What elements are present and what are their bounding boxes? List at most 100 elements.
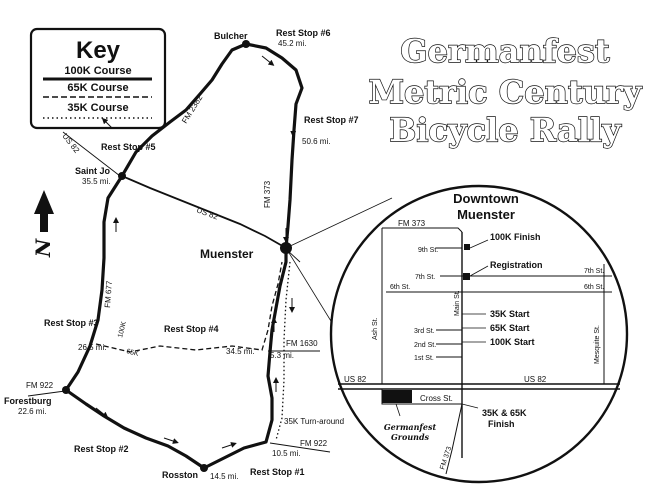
- street-label-2nd: 2nd St.: [414, 342, 436, 349]
- route-65k: [95, 261, 283, 353]
- forestburg-mileage: 22.6 mi.: [18, 407, 46, 416]
- town-dot-rosston: [200, 464, 208, 472]
- arrow-icon: [261, 55, 275, 66]
- rest-stop-2-mileage: 14.5 mi.: [210, 472, 238, 481]
- germanfest-grounds-block: [382, 390, 412, 403]
- road-label-fm2382: FM 2382: [180, 93, 205, 125]
- rest-stop-5-label: Rest Stop #5: [101, 142, 156, 152]
- marker-label-finish-1: 35K & 65K: [482, 408, 527, 418]
- route-100k-north-loop: [120, 42, 304, 250]
- street-fm373-bottom: [445, 403, 463, 475]
- callout-line-top: [285, 197, 393, 249]
- course-100k: [64, 42, 304, 470]
- street-label-9th: 9th St.: [418, 247, 438, 254]
- arrow-icon: [95, 407, 109, 418]
- leader-finish: [461, 403, 479, 409]
- rest-stop-3-mileage: 26.5 mi.: [78, 343, 106, 352]
- marker-label-100k-start: 100K Start: [490, 337, 535, 347]
- leader-registration: [469, 265, 489, 277]
- street-label-1st: 1st St.: [414, 355, 434, 362]
- downtown-inset: Downtown Muenster: [329, 184, 629, 484]
- street-label-us82-w: US 82: [344, 375, 367, 384]
- street-label-fm373-top: FM 373: [398, 219, 426, 228]
- rest-stop-5-mileage: 35.5 mi.: [82, 177, 110, 186]
- marker-registration: [463, 273, 470, 280]
- direction-arrows: [95, 55, 297, 449]
- key-35k-label: 35K Course: [67, 102, 128, 114]
- route-100k-return: [202, 248, 288, 470]
- road-label-fm373: FM 373: [263, 180, 272, 208]
- road-us82-mid: [121, 175, 287, 249]
- road-us82-nw: [62, 131, 121, 177]
- street-label-7th-e: 7th St.: [584, 268, 604, 275]
- rest-stop-4-label: Rest Stop #4: [164, 324, 219, 334]
- road-label-us82-mid: US 82: [195, 205, 219, 221]
- town-forestburg: Forestburg: [4, 396, 52, 406]
- marker-label-65k-start: 65K Start: [490, 323, 530, 333]
- rest-stop-1-mileage: 10.5 mi.: [272, 449, 300, 458]
- street-label-main: Main St.: [454, 290, 461, 316]
- road-label-fm1630: FM 1630: [286, 339, 318, 348]
- town-saint-jo: Saint Jo: [75, 166, 111, 176]
- key-title: Key: [76, 37, 121, 64]
- town-dot-forestburg: [62, 386, 70, 394]
- inset-title-1: Downtown: [453, 191, 519, 206]
- marker-label-finish-2: Finish: [488, 419, 515, 429]
- road-label-fm677: FM 677: [103, 280, 114, 308]
- route-100k-fm677: [64, 174, 124, 392]
- leader-grounds: [395, 403, 401, 417]
- north-arrow-icon: N: [31, 190, 55, 258]
- rest-stop-6-label: Rest Stop #6: [276, 28, 331, 38]
- title-line-2: Metric Century: [369, 73, 643, 111]
- rest-stop-7-mileage: 50.6 mi.: [302, 137, 330, 146]
- title-line-3: Bicycle Rally: [389, 111, 622, 149]
- grounds-label-1: Germanfest: [384, 422, 437, 432]
- road-network: [27, 131, 331, 453]
- route-35k: [275, 261, 291, 441]
- street-label-6th-e: 6th St.: [584, 284, 604, 291]
- map-key: Key 100K Course 65K Course 35K Course: [29, 27, 167, 130]
- rest-stop-6-mileage: 45.2 mi.: [278, 39, 306, 48]
- road-label-fm922-e: FM 922: [300, 439, 328, 448]
- fm1630-mileage: 5.3 mi.: [270, 351, 294, 360]
- course-label-100k: 100K: [117, 321, 128, 339]
- course-label-65k: 65K: [126, 348, 140, 358]
- marker-label-registration: Registration: [490, 260, 543, 270]
- inset-title-2: Muenster: [457, 207, 515, 222]
- marker-label-35k-start: 35K Start: [490, 309, 530, 319]
- arrow-icon: [221, 442, 237, 449]
- street-label-6th-w: 6th St.: [390, 284, 410, 291]
- grounds-label-2: Grounds: [391, 432, 430, 442]
- road-label-fm922-w: FM 922: [26, 381, 54, 390]
- map-title: Germanfest Metric Century Bicycle Rally: [368, 31, 644, 149]
- road-fm922-west: [27, 390, 66, 397]
- arrow-icon: [101, 117, 113, 129]
- town-muenster: Muenster: [200, 247, 254, 261]
- north-label: N: [31, 238, 55, 258]
- town-dot-saint-jo: [118, 172, 126, 180]
- leader-100k-finish: [469, 239, 489, 249]
- town-bulcher: Bulcher: [214, 31, 248, 41]
- rest-stop-3-label: Rest Stop #3: [44, 318, 99, 328]
- marker-label-100k-finish: 100K Finish: [490, 232, 541, 242]
- street-label-7th-w: 7th St.: [415, 274, 435, 281]
- marker-100k-finish: [464, 244, 470, 250]
- rest-stop-1-label: Rest Stop #1: [250, 467, 305, 477]
- street-label-ash: Ash St.: [372, 317, 379, 340]
- town-dot-bulcher: [242, 40, 250, 48]
- route-100k-fm922-w: [64, 388, 206, 470]
- rest-stop-2-label: Rest Stop #2: [74, 444, 129, 454]
- inset-circle: [329, 184, 629, 484]
- rest-stop-4-mileage: 34.5 mi.: [226, 347, 254, 356]
- road-fm922-east: [269, 442, 331, 453]
- title-line-1: Germanfest: [400, 32, 610, 70]
- key-65k-label: 65K Course: [67, 82, 128, 94]
- arrow-icon: [163, 437, 179, 444]
- street-label-3rd: 3rd St.: [414, 328, 435, 335]
- street-label-cross: Cross St.: [420, 394, 453, 403]
- course-label-turnaround: 35K Turn-around: [284, 417, 344, 426]
- arrow-icon: [290, 119, 297, 137]
- rest-stop-7-label: Rest Stop #7: [304, 115, 359, 125]
